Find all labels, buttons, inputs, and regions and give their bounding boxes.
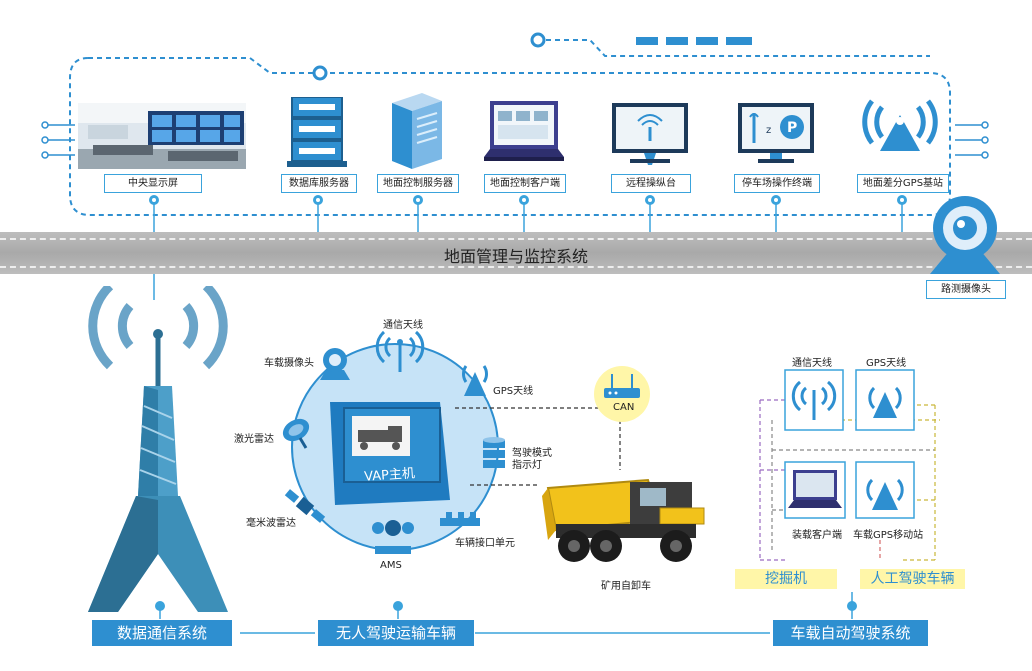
right-client-label: 装载客户端: [792, 530, 842, 541]
can-router-icon: [594, 366, 650, 422]
vap-ams-label: AMS: [380, 560, 402, 571]
ground-control-client-icon: [484, 101, 564, 161]
vap-lidar-icon: [282, 418, 310, 449]
system-unmanned-transport: 无人驾驶运输车辆: [318, 620, 474, 646]
vap-interface-label: 车辆接口单元: [455, 538, 515, 549]
device-connectors: [153, 200, 903, 300]
communication-tower-icon: [88, 286, 228, 612]
system-onboard-autodrive: 车载自动驾驶系统: [773, 620, 928, 646]
remote-console-icon: [612, 103, 688, 165]
top-deco-line: [546, 39, 930, 57]
svg-text:P: P: [787, 120, 797, 136]
road-dash-bottom: [0, 266, 1032, 268]
vap-gps-icon: [461, 365, 489, 396]
frame-deco-node: [312, 65, 328, 81]
truck-label: 矿用自卸车: [601, 581, 651, 592]
device-label-gps-base-station: 地面差分GPS基站: [857, 174, 949, 193]
deco-dash-2: [666, 37, 688, 45]
vap-antenna-label: 通信天线: [383, 320, 423, 331]
device-label-ground-control-client: 地面控制客户端: [484, 174, 566, 193]
right-mobile-label: 车载GPS移动站: [853, 530, 924, 541]
excavator-label: 挖掘机: [735, 569, 837, 589]
right-antenna-label: 通信天线: [792, 358, 832, 369]
gps-base-station-icon: [862, 99, 938, 151]
road-camera-icon: [930, 196, 1000, 274]
top-deco-node: [530, 32, 546, 48]
vap-radar-icon: [284, 489, 326, 523]
left-connectors: [41, 121, 75, 159]
device-label-central-display: 中央显示屏: [104, 174, 202, 193]
vap-camera-label: 车载摄像头: [264, 358, 314, 369]
right-mobile-icon: [866, 478, 904, 510]
deco-dash-4: [726, 37, 752, 45]
right-gps-label: GPS天线: [866, 358, 907, 369]
ground-control-server-icon: [392, 93, 442, 169]
can-label: CAN: [613, 402, 635, 413]
manual-vehicle-label: 人工驾驶车辆: [860, 569, 965, 589]
device-label-remote-console: 远程操纵台: [611, 174, 691, 193]
wire-yellow-right: [900, 404, 936, 561]
device-label-database-server: 数据库服务器: [281, 174, 357, 193]
device-connector-node-centers: [152, 198, 904, 202]
right-gps-icon: [868, 386, 902, 418]
vap-radar-label: 毫米波雷达: [246, 518, 296, 529]
top-dashed-frame: [69, 57, 951, 216]
wire-purple: [759, 399, 785, 561]
vap-antenna-icon: [375, 330, 425, 372]
device-label-parking-terminal: 停车场操作终端: [734, 174, 820, 193]
right-client-icon: [788, 470, 842, 508]
vap-camera-icon: [320, 348, 350, 380]
right-connectors: [955, 121, 989, 159]
vap-ams-icon: [372, 520, 414, 554]
deco-dash-3: [696, 37, 718, 45]
right-antenna-icon: [791, 380, 837, 420]
central-display-icon: [78, 103, 246, 169]
parking-terminal-icon: z P: [738, 103, 814, 163]
wire-gray: [771, 420, 935, 550]
vap-gps-label: GPS天线: [493, 386, 534, 397]
vap-indicator-icon: [483, 437, 505, 468]
road-camera-label: 路测摄像头: [926, 280, 1006, 299]
ground-system-title: 地面管理与监控系统: [443, 247, 588, 266]
database-server-icon: [287, 97, 347, 167]
device-label-ground-control-server: 地面控制服务器: [377, 174, 459, 193]
vap-indicator-label: 驾驶模式 指示灯: [512, 448, 552, 471]
system-data-communication: 数据通信系统: [92, 620, 232, 646]
svg-text:z: z: [766, 125, 771, 136]
deco-dash-1: [636, 37, 658, 45]
vap-lidar-label: 激光雷达: [234, 434, 274, 445]
vap-screen-truck: [358, 426, 402, 450]
vap-interface-icon: [440, 512, 480, 526]
road-dash-top: [0, 238, 1032, 240]
mining-truck-icon: [542, 478, 705, 562]
road-band: [0, 232, 1032, 274]
